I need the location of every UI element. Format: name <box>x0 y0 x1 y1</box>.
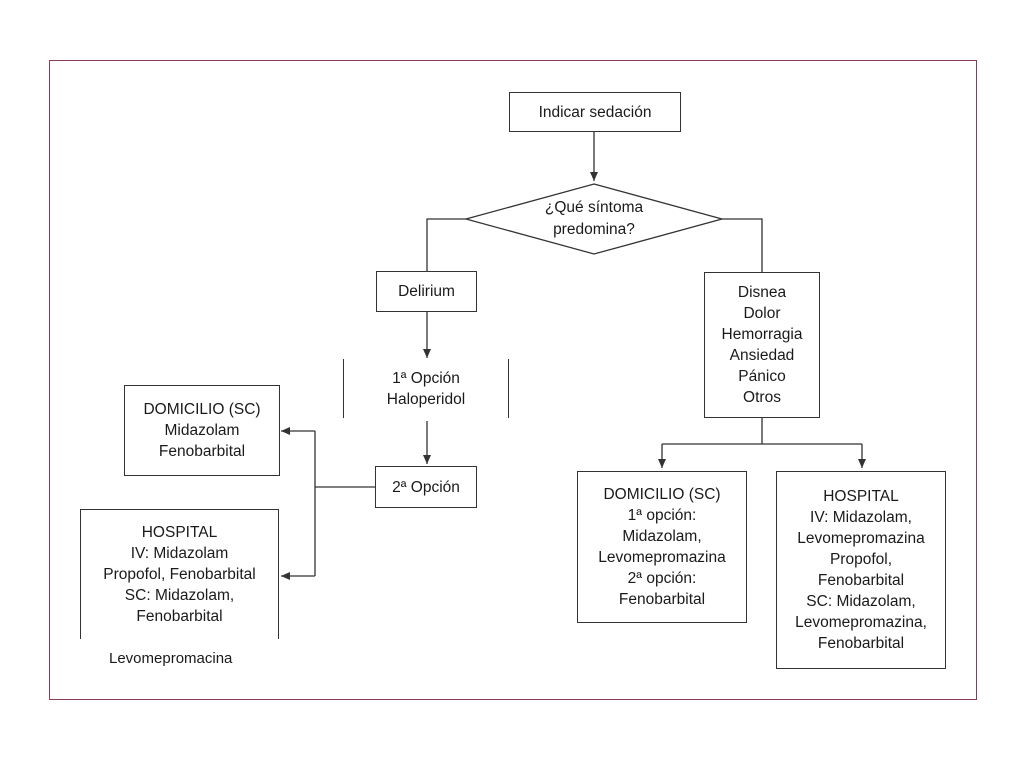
node-line: Fenobarbital <box>158 443 246 460</box>
node-line: ¿Qué síntoma <box>544 199 644 216</box>
node-line: 2ª Opción <box>392 478 460 496</box>
diagram-frame <box>49 60 977 700</box>
node-line: IV: Midazolam <box>130 545 229 562</box>
node-line: Levomepromazina <box>797 530 925 547</box>
node-line: IV: Midazolam, <box>810 509 912 526</box>
node-line: Hemorragia <box>721 326 803 343</box>
node-line: Propofol, <box>829 551 893 568</box>
node-line: Fenobarbital <box>817 572 905 589</box>
node-line: Midazolam, <box>622 528 702 545</box>
node-delirium: Delirium <box>376 271 477 312</box>
node-line: Otros <box>743 389 781 406</box>
edge-question-delirium <box>426 218 466 271</box>
node-line: HOSPITAL <box>141 524 218 541</box>
node-line: 1ª Opción <box>392 369 460 387</box>
node-domicilio-derecha: DOMICILIO (SC) 1ª opción: Midazolam, Levome… <box>577 471 747 623</box>
node-line: Delirium <box>398 283 455 300</box>
node-line: Levomepromazina, <box>795 614 927 631</box>
node-line: Dolor <box>743 305 781 322</box>
node-que-sintoma: ¿Qué síntoma predomina? <box>516 197 672 241</box>
node-line: 2ª opción: <box>627 570 697 587</box>
hospital-izquierda-overflow: Levomepromacina <box>109 650 233 667</box>
node-line: Indicar sedación <box>538 103 652 121</box>
question-diamond <box>463 183 725 255</box>
node-line: Fenobarbital <box>136 608 223 625</box>
node-line: SC: Midazolam, <box>124 587 235 604</box>
node-line: Midazolam <box>164 422 240 439</box>
edge-question-symptoms <box>722 218 763 272</box>
node-line: Disnea <box>737 284 787 301</box>
node-line: 1ª opción: <box>627 507 697 524</box>
node-line: SC: Midazolam, <box>806 593 916 610</box>
node-line: Propofol, Fenobarbital <box>103 566 256 583</box>
node-line: Fenobarbital <box>817 635 905 652</box>
node-line: Ansiedad <box>729 347 795 364</box>
node-line: Pánico <box>738 368 786 385</box>
node-line: HOSPITAL <box>823 488 899 505</box>
node-line: DOMICILIO (SC) <box>603 486 721 503</box>
node-segunda-opcion: 2ª Opción <box>375 466 477 508</box>
node-line: Fenobarbital <box>618 591 706 608</box>
node-line: Levomepromazina <box>598 549 726 566</box>
node-indicar-sedacion: Indicar sedación <box>509 92 681 132</box>
node-line: predomina? <box>553 221 635 238</box>
node-line: Haloperidol <box>386 390 466 408</box>
node-line: DOMICILIO (SC) <box>143 401 261 418</box>
